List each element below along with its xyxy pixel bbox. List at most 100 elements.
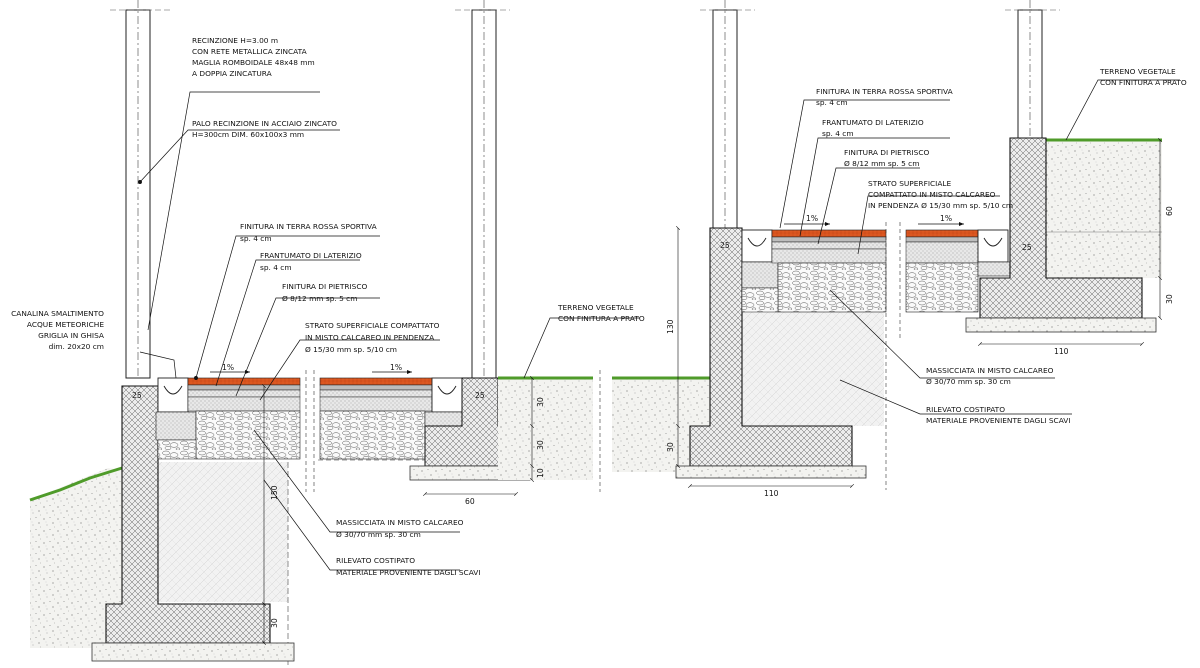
svg-text:STRATO SUPERFICIALE: STRATO SUPERFICIALE: [868, 179, 952, 188]
label-r-topsoil-1: TERRENO VEGETALE: [1099, 67, 1176, 76]
svg-text:RILEVATO COSTIPATO: RILEVATO COSTIPATO: [336, 556, 415, 565]
dim-r1-110: 110: [764, 489, 779, 498]
dim-left-30: 30: [270, 618, 279, 628]
svg-text:ACQUE METEORICHE: ACQUE METEORICHE: [27, 320, 104, 329]
label-channel-2: ACQUE METEORICHE: [27, 320, 104, 329]
label-fill-2: MATERIALE PROVENIENTE DAGLI SCAVI: [336, 568, 481, 577]
label-gravel-1: FINITURA DI PIETRISCO: [282, 282, 368, 291]
svg-text:H=300cm DIM. 60x100x3 mm: H=300cm DIM. 60x100x3 mm: [192, 130, 304, 139]
label-fence-2: CON RETE METALLICA ZINCATA: [192, 47, 307, 56]
svg-text:TERRENO VEGETALE: TERRENO VEGETALE: [557, 303, 634, 312]
annotations: RECINZIONE H=3.00 m CON RETE METALLICA Z…: [11, 36, 1187, 577]
slope-label-r2: 1%: [940, 214, 952, 223]
label-fence-4: A DOPPIA ZINCATURA: [192, 69, 272, 78]
dim-r2-110: 110: [1054, 347, 1069, 356]
label-r-ballast-2: Ø 30/70 mm sp. 30 cm: [926, 377, 1011, 386]
dim-mid-10: 10: [536, 468, 545, 478]
wall-thickness-r2: 25: [1022, 243, 1032, 252]
label-r-gravel-2: Ø 8/12 mm sp. 5 cm: [844, 159, 919, 168]
dimension-lines: [264, 140, 1160, 643]
label-r-surface-3: IN PENDENZA Ø 15/30 mm sp. 5/10 cm: [868, 201, 1013, 210]
svg-text:COMPATTATO IN MISTO CALCAREO: COMPATTATO IN MISTO CALCAREO: [868, 190, 996, 199]
dim-mid-30b: 30: [536, 440, 545, 450]
slope-label-left: 1%: [222, 363, 234, 372]
label-ballast-2: Ø 30/70 mm sp. 30 cm: [336, 530, 421, 539]
label-ballast-1: MASSICCIATA IN MISTO CALCAREO: [336, 518, 464, 527]
svg-text:FRANTUMATO DI LATERIZIO: FRANTUMATO DI LATERIZIO: [260, 251, 362, 260]
label-fill-1: RILEVATO COSTIPATO: [336, 556, 415, 565]
svg-text:GRIGLIA IN GHISA: GRIGLIA IN GHISA: [38, 331, 104, 340]
lean-concrete-left: [91, 642, 295, 662]
svg-text:MASSICCIATA IN MISTO CALCAREO: MASSICCIATA IN MISTO CALCAREO: [336, 518, 464, 527]
label-r-ballast-1: MASSICCIATA IN MISTO CALCAREO: [926, 366, 1054, 375]
clay-finish-r1: [771, 229, 887, 238]
svg-text:Ø 30/70 mm sp. 30 cm: Ø 30/70 mm sp. 30 cm: [336, 530, 421, 539]
label-clay-1: FINITURA IN TERRA ROSSA SPORTIVA: [240, 222, 377, 231]
label-brick-1: FRANTUMATO DI LATERIZIO: [260, 251, 362, 260]
svg-text:FINITURA DI PIETRISCO: FINITURA DI PIETRISCO: [844, 148, 930, 157]
dim-r2-30: 30: [1165, 294, 1174, 304]
label-r-surface-2: COMPATTATO IN MISTO CALCAREO: [868, 190, 996, 199]
svg-text:MATERIALE PROVENIENTE DAGLI SC: MATERIALE PROVENIENTE DAGLI SCAVI: [336, 568, 481, 577]
svg-text:MAGLIA ROMBOIDALE 48x48 mm: MAGLIA ROMBOIDALE 48x48 mm: [192, 58, 315, 67]
label-r-gravel-1: FINITURA DI PIETRISCO: [844, 148, 930, 157]
svg-text:FINITURA DI PIETRISCO: FINITURA DI PIETRISCO: [282, 282, 368, 291]
dim-r1-130: 130: [666, 319, 675, 334]
compacted-fill-left: [158, 462, 288, 602]
svg-text:RILEVATO COSTIPATO: RILEVATO COSTIPATO: [926, 405, 1005, 414]
svg-text:sp. 4 cm: sp. 4 cm: [260, 263, 292, 272]
leader-lines: [138, 79, 1180, 571]
label-r-brick-1: FRANTUMATO DI LATERIZIO: [822, 118, 924, 127]
svg-text:TERRENO VEGETALE: TERRENO VEGETALE: [1099, 67, 1176, 76]
label-r-fill-1: RILEVATO COSTIPATO: [926, 405, 1005, 414]
svg-text:MATERIALE PROVENIENTE DAGLI SC: MATERIALE PROVENIENTE DAGLI SCAVI: [926, 416, 1071, 425]
label-surface-2: IN MISTO CALCAREO IN PENDENZA: [305, 333, 434, 342]
svg-text:CANALINA SMALTIMENTO: CANALINA SMALTIMENTO: [11, 309, 104, 318]
wall-thickness-left: 25: [132, 391, 142, 400]
label-fence-3: MAGLIA ROMBOIDALE 48x48 mm: [192, 58, 315, 67]
natural-ground-left: [30, 468, 122, 648]
clay-finish-mid: [319, 377, 433, 386]
label-clay-2: sp. 4 cm: [240, 234, 272, 243]
slope-label-r1: 1%: [806, 214, 818, 223]
svg-text:Ø 30/70 mm sp. 30 cm: Ø 30/70 mm sp. 30 cm: [926, 377, 1011, 386]
svg-text:sp. 4 cm: sp. 4 cm: [240, 234, 272, 243]
svg-text:RECINZIONE H=3.00 m: RECINZIONE H=3.00 m: [192, 36, 278, 45]
svg-text:CON FINITURA A PRATO: CON FINITURA A PRATO: [558, 314, 645, 323]
clay-finish-left: [187, 377, 301, 386]
label-brick-2: sp. 4 cm: [260, 263, 292, 272]
wall-thickness-r1: 25: [720, 241, 730, 250]
svg-text:Ø 15/30 mm sp. 5/10 cm: Ø 15/30 mm sp. 5/10 cm: [305, 345, 397, 354]
svg-text:sp. 4 cm: sp. 4 cm: [816, 98, 848, 107]
svg-text:MASSICCIATA IN MISTO CALCAREO: MASSICCIATA IN MISTO CALCAREO: [926, 366, 1054, 375]
ballast-left: [195, 410, 301, 460]
dim-left-150: 150: [270, 485, 279, 500]
label-r-surface-1: STRATO SUPERFICIALE: [868, 179, 952, 188]
svg-text:PALO RECINZIONE IN ACCIAIO ZIN: PALO RECINZIONE IN ACCIAIO ZINCATO: [192, 119, 337, 128]
label-surface-3: Ø 15/30 mm sp. 5/10 cm: [305, 345, 397, 354]
label-channel-1: CANALINA SMALTIMENTO: [11, 309, 104, 318]
label-topsoil-2: CON FINITURA A PRATO: [558, 314, 645, 323]
svg-text:FINITURA IN TERRA ROSSA SPORTI: FINITURA IN TERRA ROSSA SPORTIVA: [816, 87, 953, 96]
svg-text:CON FINITURA A PRATO: CON FINITURA A PRATO: [1100, 78, 1187, 87]
label-r-brick-2: sp. 4 cm: [822, 129, 854, 138]
dim-r2-60: 60: [1165, 206, 1174, 216]
svg-text:FRANTUMATO DI LATERIZIO: FRANTUMATO DI LATERIZIO: [822, 118, 924, 127]
right-section-2: [899, 0, 1162, 340]
topsoil-mid: [498, 378, 593, 480]
svg-text:sp. 4 cm: sp. 4 cm: [822, 129, 854, 138]
label-fence-1: RECINZIONE H=3.00 m: [192, 36, 278, 45]
svg-text:A DOPPIA ZINCATURA: A DOPPIA ZINCATURA: [192, 69, 272, 78]
label-r-fill-2: MATERIALE PROVENIENTE DAGLI SCAVI: [926, 416, 1071, 425]
label-r-clay-1: FINITURA IN TERRA ROSSA SPORTIVA: [816, 87, 953, 96]
slope-label-mid: 1%: [390, 363, 402, 372]
dim-r1-30: 30: [666, 442, 675, 452]
svg-text:CON RETE METALLICA ZINCATA: CON RETE METALLICA ZINCATA: [192, 47, 307, 56]
svg-text:IN MISTO CALCAREO IN PENDENZA: IN MISTO CALCAREO IN PENDENZA: [305, 333, 434, 342]
svg-text:Ø 8/12 mm sp. 5 cm: Ø 8/12 mm sp. 5 cm: [282, 294, 357, 303]
label-r-clay-2: sp. 4 cm: [816, 98, 848, 107]
svg-text:STRATO SUPERFICIALE COMPATTATO: STRATO SUPERFICIALE COMPATTATO: [305, 321, 440, 330]
label-channel-4: dim. 20x20 cm: [49, 342, 104, 351]
dim-mid-30a: 30: [536, 397, 545, 407]
